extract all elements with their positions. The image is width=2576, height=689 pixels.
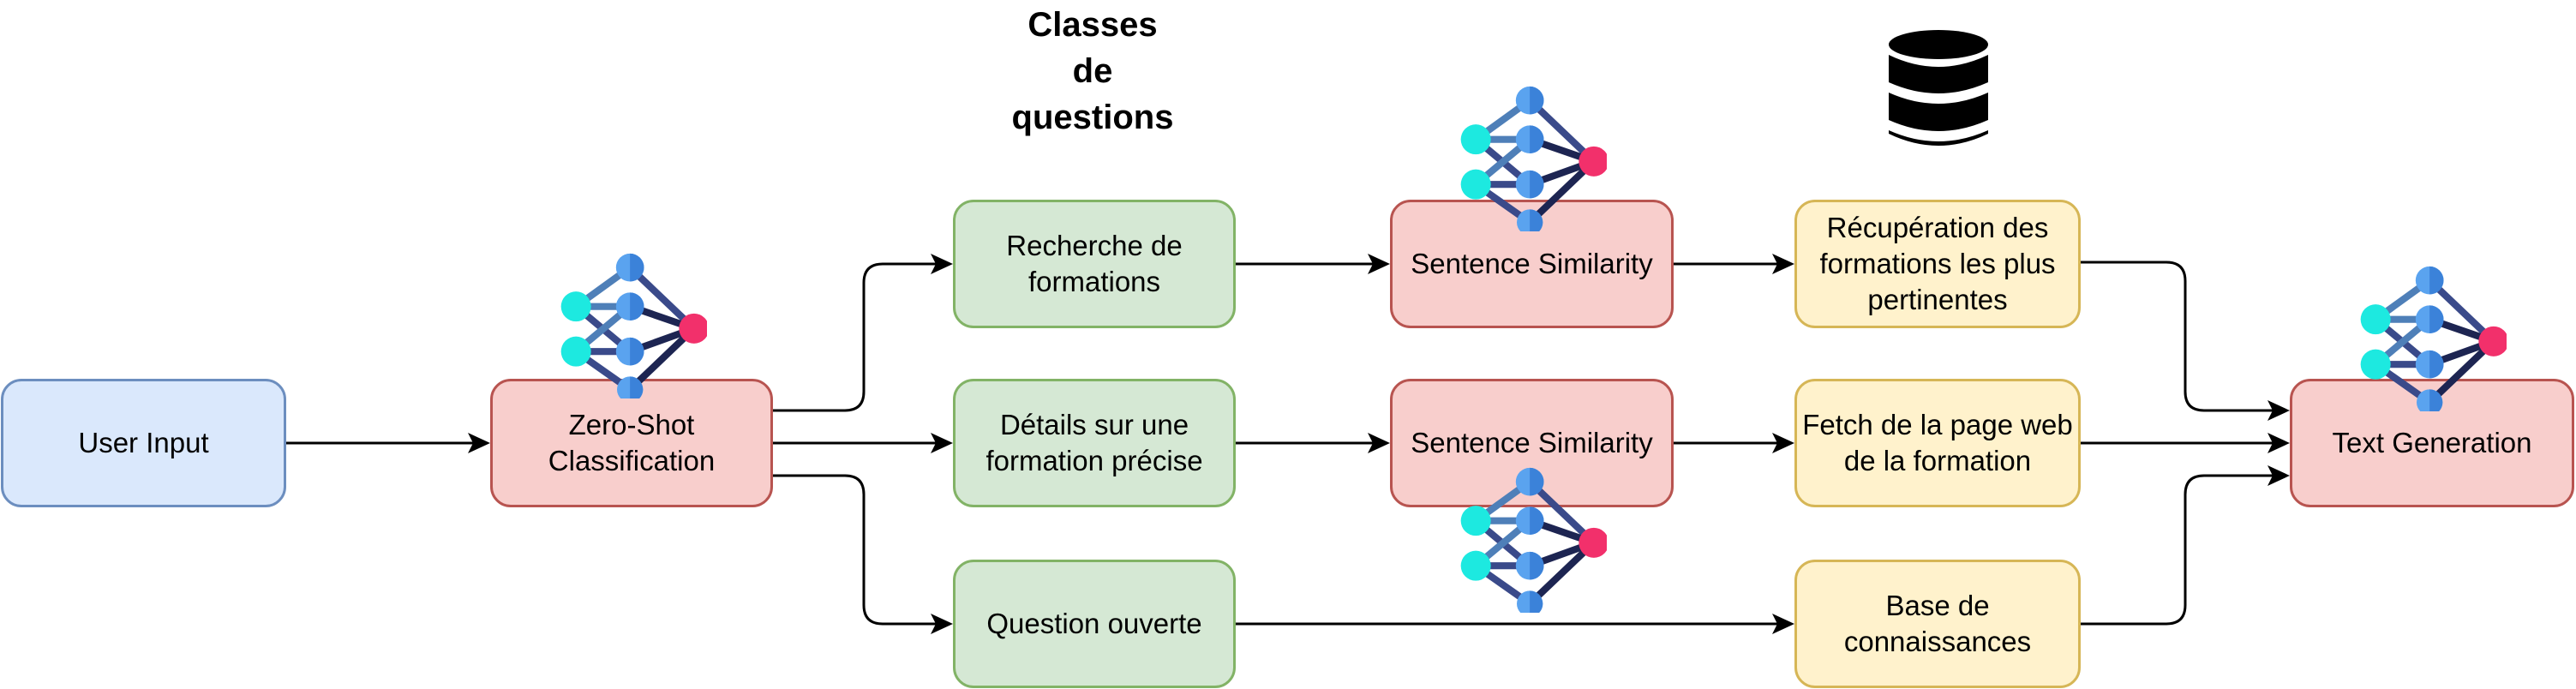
edge-zero-shot-to-question-ouverte	[773, 474, 953, 634]
sentence-similarity-label-2: Sentence Similarity	[1411, 427, 1653, 458]
question-ouverte-label: Question ouverte	[986, 608, 1202, 639]
fetch-page-web-node: Fetch de la page web de la formation	[1794, 379, 2081, 507]
edge-base-to-text-generation	[2081, 465, 2290, 626]
edge-recherche-to-similarity-1	[1236, 254, 1390, 274]
recuperation-formations-node: Récupération des formations les plus per…	[1794, 200, 2081, 328]
sentence-similarity-label-1: Sentence Similarity	[1411, 248, 1653, 279]
edge-details-to-similarity-2	[1236, 433, 1390, 453]
edge-user-input-to-zero-shot	[286, 433, 490, 453]
fetch-page-web-label: Fetch de la page web de la formation	[1802, 409, 2073, 476]
edge-zero-shot-to-details	[773, 433, 953, 453]
question-classes-heading: Classes de questions	[1011, 6, 1174, 136]
edge-similarity-2-to-fetch	[1674, 433, 1794, 453]
base-de-connaissances-label: Base de connaissances	[1843, 590, 2032, 657]
recuperation-formations-label: Récupération des formations les plus per…	[1819, 212, 2056, 315]
neural-network-icon	[1457, 81, 1607, 231]
details-formation-node: Détails sur une formation précise	[953, 379, 1236, 507]
edge-zero-shot-to-recherche	[773, 254, 953, 412]
zero-shot-classification-label: Zero-Shot Classification	[548, 409, 716, 476]
neural-network-icon	[1457, 463, 1607, 613]
question-ouverte-node: Question ouverte	[953, 560, 1236, 688]
user-input-node: User Input	[1, 379, 286, 507]
edge-recuperation-to-text-generation	[2081, 261, 2290, 421]
neural-network-icon	[557, 249, 707, 398]
database-icon	[1889, 30, 1988, 146]
user-input-label: User Input	[78, 427, 209, 458]
zero-shot-classification-node: Zero-Shot Classification	[490, 379, 773, 507]
details-formation-label: Détails sur une formation précise	[985, 409, 1203, 476]
recherche-de-formations-label: Recherche de formations	[1006, 230, 1183, 297]
edge-similarity-1-to-recuperation	[1674, 254, 1794, 274]
edge-fetch-to-text-generation	[2081, 433, 2290, 453]
recherche-de-formations-node: Recherche de formations	[953, 200, 1236, 328]
text-generation-label: Text Generation	[2332, 427, 2532, 458]
base-de-connaissances-node: Base de connaissances	[1794, 560, 2081, 688]
edge-question-ouverte-to-base	[1236, 614, 1794, 634]
neural-network-icon	[2357, 261, 2507, 411]
